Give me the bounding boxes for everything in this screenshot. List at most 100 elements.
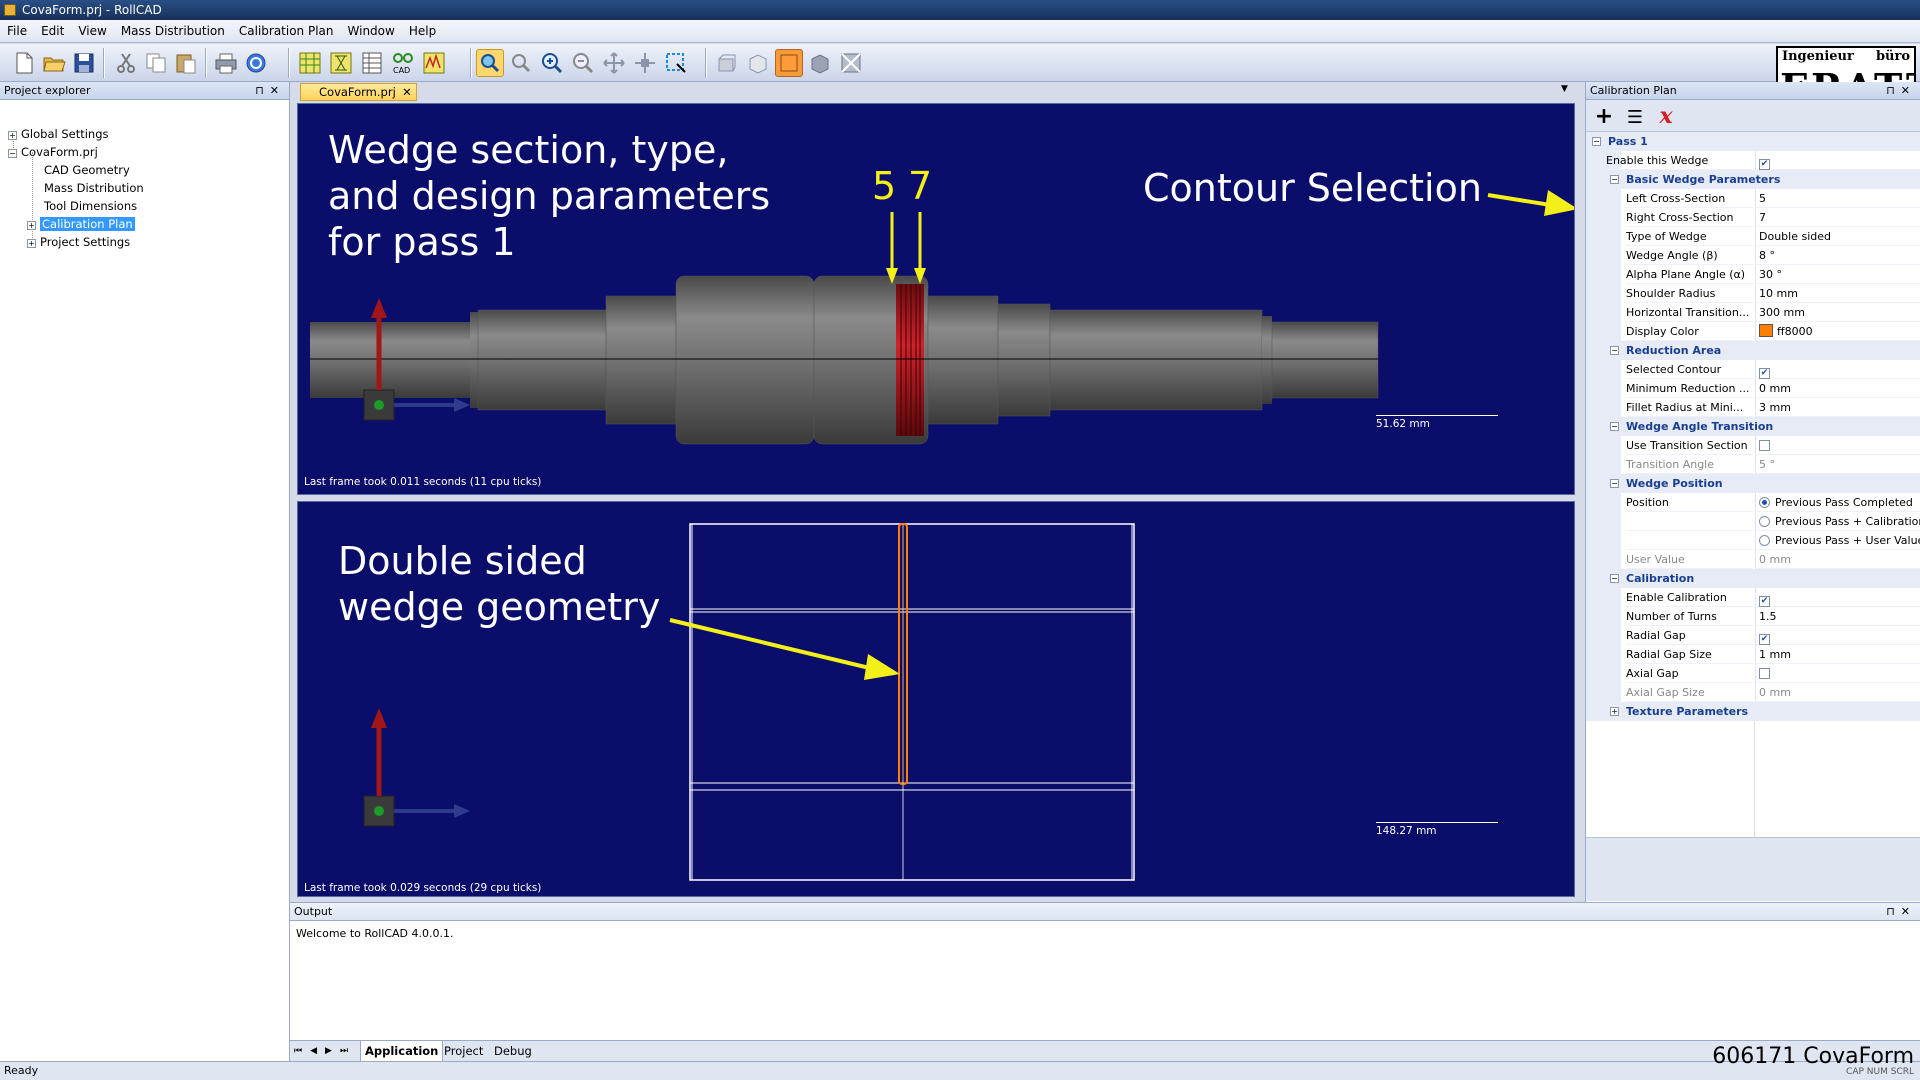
row-position-option-3[interactable]: Previous Pass + User Value [1586, 531, 1920, 550]
category-wedge-angle-transition[interactable]: −Wedge Angle Transition [1586, 417, 1920, 436]
menu-window[interactable]: Window [347, 24, 395, 38]
category-pass-1[interactable]: −Pass 1 [1586, 132, 1920, 151]
row-value[interactable]: ✔ [1755, 626, 1920, 645]
tab-application[interactable]: Application [360, 1041, 444, 1062]
hidden-line-icon[interactable] [806, 49, 834, 77]
expand-icon[interactable]: + [1610, 707, 1619, 716]
panel-pin-close-icon[interactable]: ⊓✕ [1886, 84, 1916, 97]
row-value[interactable]: 3 mm [1755, 398, 1920, 417]
print-icon[interactable] [212, 49, 240, 77]
tree-item-project-settings[interactable]: +Project Settings [27, 233, 130, 251]
menu-calibration-plan[interactable]: Calibration Plan [238, 24, 334, 38]
radio-button[interactable] [1759, 497, 1770, 508]
delete-icon[interactable]: x [1659, 103, 1673, 129]
zoom-out-icon[interactable] [569, 49, 597, 77]
paste-icon[interactable] [172, 49, 200, 77]
row-value[interactable]: 1 mm [1755, 645, 1920, 664]
category-wedge-position[interactable]: −Wedge Position [1586, 474, 1920, 493]
view-iso-icon[interactable] [744, 49, 772, 77]
row-value[interactable]: 5 [1755, 189, 1920, 208]
row-selected-contour[interactable]: Selected Contour✔ [1586, 360, 1920, 379]
row-value[interactable]: Double sided [1755, 227, 1920, 246]
row-value[interactable]: ff8000 [1755, 322, 1920, 341]
position-option-3[interactable]: Previous Pass + User Value [1755, 531, 1920, 550]
close-tab-icon[interactable]: ✕ [402, 85, 412, 99]
help-icon[interactable] [242, 49, 270, 77]
tree-item-global-settings[interactable]: +Global Settings [8, 125, 109, 143]
row-minimum-reduction[interactable]: Minimum Reduction ...0 mm [1586, 379, 1920, 398]
select-icon[interactable] [476, 49, 504, 77]
chart-icon[interactable] [420, 49, 448, 77]
category-reduction-area[interactable]: −Reduction Area [1586, 341, 1920, 360]
menu-help[interactable]: Help [408, 24, 437, 38]
wireframe-icon[interactable] [837, 49, 865, 77]
row-position-option-2[interactable]: Previous Pass + Calibration [1586, 512, 1920, 531]
tree-item-covaform-prj[interactable]: −CovaForm.prj [8, 143, 98, 161]
axial-gap-checkbox[interactable] [1759, 668, 1770, 679]
tree-item-cad-geometry[interactable]: CAD Geometry [44, 161, 130, 179]
position-option-1[interactable]: Previous Pass Completed [1755, 493, 1920, 512]
enable-calibration-checkbox[interactable]: ✔ [1759, 596, 1770, 607]
category-calibration[interactable]: −Calibration [1586, 569, 1920, 588]
row-value[interactable]: 8 ° [1755, 246, 1920, 265]
row-value[interactable]: 7 [1755, 208, 1920, 227]
collapse-icon[interactable]: − [1610, 422, 1619, 431]
row-value[interactable]: 0 mm [1755, 379, 1920, 398]
menu-mass-distribution[interactable]: Mass Distribution [120, 24, 225, 38]
tab-debug[interactable]: Debug [494, 1044, 532, 1058]
document-tab[interactable]: CovaForm.prj✕ [300, 83, 417, 101]
collapse-icon[interactable]: − [1610, 574, 1619, 583]
zoom-window-icon[interactable] [507, 49, 535, 77]
collapse-icon[interactable]: − [1610, 346, 1619, 355]
collapse-icon[interactable]: − [1610, 479, 1619, 488]
category-basic-wedge-parameters[interactable]: −Basic Wedge Parameters [1586, 170, 1920, 189]
viewport-top[interactable]: Wedge section, type, and design paramete… [297, 103, 1575, 495]
expand-icon[interactable]: + [27, 221, 36, 230]
row-value[interactable]: 30 ° [1755, 265, 1920, 284]
tree-item-calibration-plan[interactable]: +Calibration Plan [27, 215, 135, 233]
collapse-icon[interactable]: − [1592, 137, 1601, 146]
cut-icon[interactable] [112, 49, 140, 77]
copy-icon[interactable] [142, 49, 170, 77]
menu-edit[interactable]: Edit [41, 24, 65, 38]
cad-icon[interactable]: CAD [389, 49, 417, 77]
radio-button[interactable] [1759, 516, 1770, 527]
row-enable-wedge[interactable]: Enable this Wedge✔ [1586, 151, 1920, 170]
row-horizontal-transition[interactable]: Horizontal Transition...300 mm [1586, 303, 1920, 322]
shaded-view-icon[interactable] [775, 49, 803, 77]
row-value[interactable] [1755, 664, 1920, 683]
move-icon[interactable] [631, 49, 659, 77]
tree-item-tool-dimensions[interactable]: Tool Dimensions [44, 197, 137, 215]
row-enable-calibration[interactable]: Enable Calibration✔ [1586, 588, 1920, 607]
tree-item-mass-distribution[interactable]: Mass Distribution [44, 179, 144, 197]
selected-contour-checkbox[interactable]: ✔ [1759, 368, 1770, 379]
row-wedge-angle[interactable]: Wedge Angle (β)8 ° [1586, 246, 1920, 265]
viewport-bottom[interactable]: Double sided wedge geometry 148.27 mm La… [297, 501, 1575, 897]
row-value[interactable]: ✔ [1755, 360, 1920, 379]
row-value[interactable]: 10 mm [1755, 284, 1920, 303]
list-indent-icon[interactable]: ☰ [1626, 107, 1644, 128]
enable-wedge-checkbox[interactable]: ✔ [1759, 159, 1770, 170]
tab-navigation-icon[interactable]: ⏮◀▶⏭ [294, 1046, 357, 1056]
row-alpha-plane-angle[interactable]: Alpha Plane Angle (α)30 ° [1586, 265, 1920, 284]
row-value[interactable]: ✔ [1755, 588, 1920, 607]
row-axial-gap[interactable]: Axial Gap [1586, 664, 1920, 683]
collapse-icon[interactable]: − [8, 149, 17, 158]
table-icon[interactable] [358, 49, 386, 77]
menu-view[interactable]: View [78, 24, 107, 38]
row-fillet-radius[interactable]: Fillet Radius at Mini...3 mm [1586, 398, 1920, 417]
row-value[interactable] [1755, 436, 1920, 455]
row-value[interactable]: ✔ [1755, 151, 1920, 170]
zoom-in-icon[interactable] [538, 49, 566, 77]
add-icon[interactable]: + [1594, 104, 1614, 129]
row-radial-gap[interactable]: Radial Gap✔ [1586, 626, 1920, 645]
radial-gap-checkbox[interactable]: ✔ [1759, 634, 1770, 645]
panel-pin-close-icon[interactable]: ⊓✕ [255, 84, 285, 97]
grid-layout-icon[interactable] [296, 49, 324, 77]
